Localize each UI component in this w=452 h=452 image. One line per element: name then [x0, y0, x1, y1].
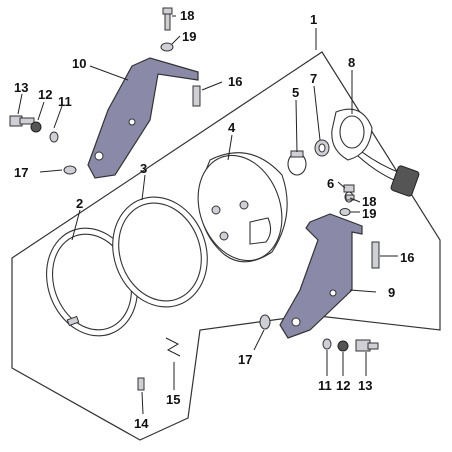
- callout-9: 9: [388, 285, 395, 300]
- bracket-left: [87, 57, 199, 179]
- screw-upper: [160, 7, 174, 52]
- washer-left: [63, 165, 77, 175]
- callout-4: 4: [228, 120, 236, 135]
- callout-15: 15: [166, 392, 180, 407]
- bracket-right: [279, 213, 363, 339]
- assembly-boundary: [11, 51, 441, 441]
- callout-2: 2: [76, 196, 83, 211]
- callout-6: 6: [327, 176, 334, 191]
- callout-13b: 13: [358, 378, 372, 393]
- callout-16b: 16: [400, 250, 414, 265]
- headlight-lens: [112, 196, 208, 308]
- socket-ring: [314, 139, 330, 157]
- callout-14: 14: [134, 416, 149, 431]
- wiring-socket: [331, 108, 420, 197]
- washer-right: [259, 314, 271, 330]
- callout-5: 5: [292, 85, 299, 100]
- hardware-left: [9, 115, 59, 143]
- callout-7: 7: [310, 71, 317, 86]
- callout-labels: 1 2 3 4 5 6 7 8 9 10 11 11 12 12 13 13 1…: [14, 8, 414, 431]
- callout-16a: 16: [228, 74, 242, 89]
- callout-12b: 12: [336, 378, 350, 393]
- callout-11b: 11: [318, 378, 332, 393]
- callout-18a: 18: [180, 8, 194, 23]
- callout-12a: 12: [38, 87, 52, 102]
- callout-18b: 18: [362, 194, 376, 209]
- leader-lines: [17, 15, 398, 415]
- callout-10: 10: [72, 56, 86, 71]
- headlight-housing: [197, 152, 288, 263]
- callout-1: 1: [310, 12, 317, 27]
- callout-8: 8: [348, 55, 355, 70]
- bulb: [287, 150, 307, 176]
- bolt-upper: [192, 85, 201, 107]
- callout-17b: 17: [238, 352, 252, 367]
- callout-11a: 11: [58, 94, 72, 109]
- callout-13a: 13: [14, 80, 28, 95]
- bolt-lower: [371, 241, 380, 269]
- callout-3: 3: [140, 161, 147, 176]
- hardware-right: [322, 338, 379, 352]
- callout-19a: 19: [182, 29, 196, 44]
- callout-17a: 17: [14, 165, 28, 180]
- callout-19b: 19: [362, 206, 376, 221]
- screw-small: [137, 377, 145, 391]
- spring-clip: [165, 337, 181, 357]
